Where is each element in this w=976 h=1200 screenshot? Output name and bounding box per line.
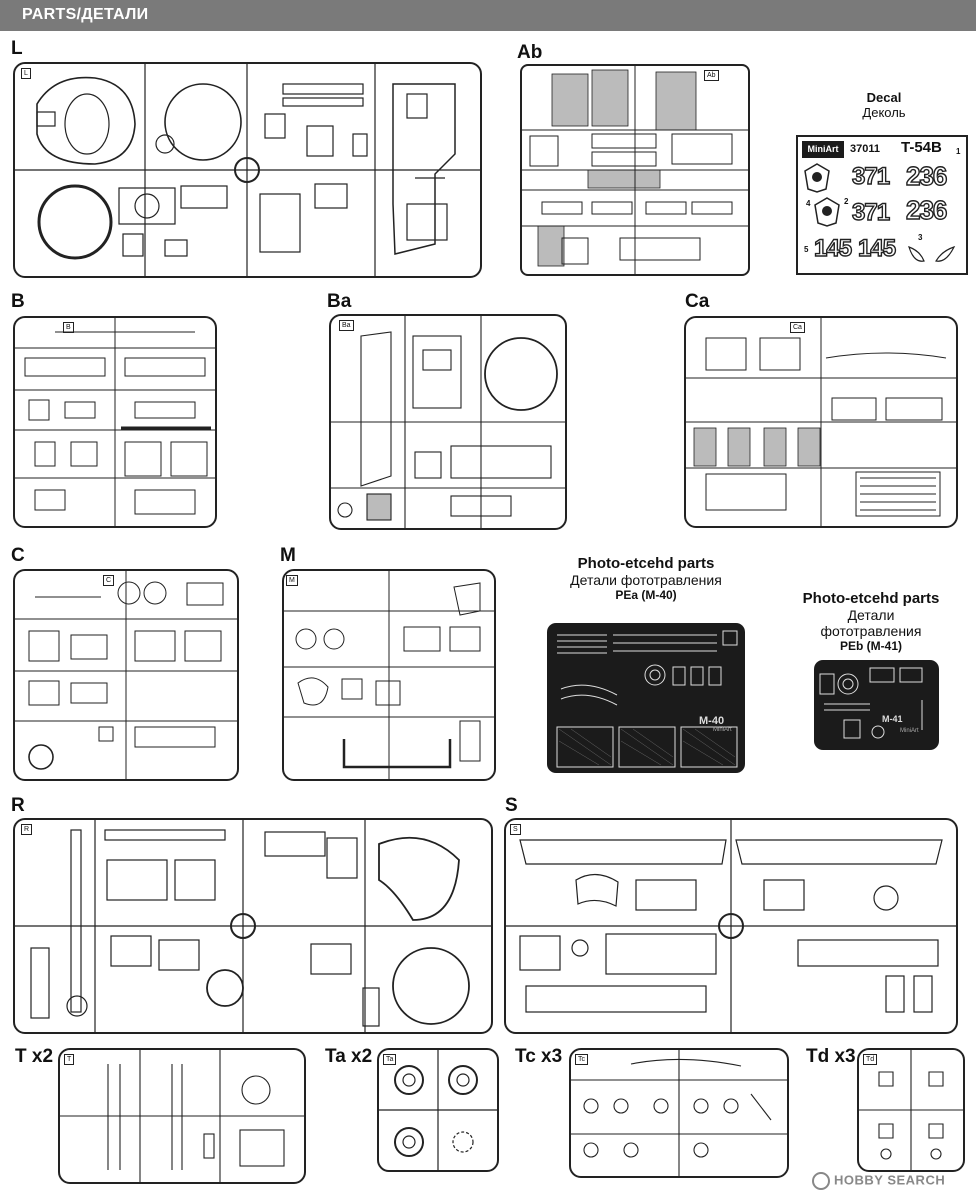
- sprue-l-drawing: [15, 64, 480, 276]
- sprue-tag: Ta: [383, 1054, 397, 1065]
- decal-kit-number: 37011: [850, 143, 880, 155]
- decal-number: 371: [851, 198, 890, 226]
- watermark: HOBBY SEARCH: [812, 1172, 945, 1190]
- sprue-td-drawing: [859, 1050, 963, 1170]
- decal-number: 145: [813, 234, 852, 262]
- pe-b-heading: Photo-etcehd parts Детали фототравления …: [796, 590, 946, 653]
- decal-marker: 1: [956, 147, 961, 156]
- sprue-label-ba: Ba: [327, 291, 352, 312]
- sprue-tag: L: [21, 68, 31, 79]
- sprue-label-td: Td x3: [806, 1046, 856, 1067]
- sprue-label-b: B: [11, 291, 25, 312]
- sprue-tag: T: [64, 1054, 75, 1065]
- sprue-label-c: C: [11, 545, 25, 566]
- sprue-t: T: [58, 1048, 306, 1184]
- sprue-tag: Ca: [790, 322, 805, 333]
- sprue-tag: M: [286, 575, 298, 586]
- guards-emblem-icon: [804, 163, 830, 193]
- sprue-ta: Ta: [377, 1048, 499, 1172]
- decal-number: 145: [857, 234, 896, 262]
- page-title: PARTS/ДЕТАЛИ: [22, 6, 149, 23]
- sprue-c: C: [13, 569, 239, 781]
- sprue-td: Td: [857, 1048, 965, 1172]
- decal-marker: 5: [804, 245, 809, 254]
- pe-b-plate-mark: M-41: [882, 714, 903, 724]
- sprue-label-s: S: [505, 795, 518, 816]
- pe-a-heading: Photo-etcehd parts Детали фототравления …: [556, 555, 736, 602]
- sprue-tag: C: [103, 575, 115, 586]
- sprue-s-drawing: [506, 820, 956, 1032]
- decal-model: T-54B: [901, 139, 942, 156]
- page-header: PARTS/ДЕТАЛИ: [0, 0, 976, 31]
- pe-a-title-en: Photo-etcehd parts: [577, 555, 715, 572]
- sprue-r: R: [13, 818, 493, 1034]
- decal-brand-logo: MiniArt: [802, 141, 844, 158]
- decal-title-en: Decal: [866, 90, 902, 105]
- decal-marker: 3: [918, 233, 923, 242]
- sprue-ba: Ba: [329, 314, 567, 530]
- sprue-m-drawing: [284, 571, 494, 779]
- pe-a-drawing: [556, 630, 738, 768]
- decal-number: 236: [905, 160, 948, 191]
- pe-b-title-en: Photo-etcehd parts: [802, 590, 940, 607]
- sprue-ab-drawing: [522, 66, 748, 274]
- pe-a-title-ru: Детали фототравления: [570, 572, 722, 588]
- sprue-tag: R: [21, 824, 33, 835]
- sprue-tag: Ab: [704, 70, 719, 81]
- sprue-tag: S: [510, 824, 521, 835]
- sprue-l: L: [13, 62, 482, 278]
- leaf-emblem-icon: [908, 245, 956, 262]
- decal-number: 371: [851, 162, 890, 190]
- sprue-ta-drawing: [379, 1050, 497, 1170]
- guards-emblem-icon: [814, 197, 840, 227]
- sprue-label-ta: Ta x2: [325, 1046, 373, 1067]
- sprue-r-drawing: [15, 820, 491, 1032]
- decal-marker: 4: [806, 199, 811, 208]
- sprue-ca-drawing: [686, 318, 956, 526]
- pe-b-fret: M-41 MiniArt: [814, 660, 939, 750]
- sprue-c-drawing: [15, 571, 237, 779]
- sprue-ba-drawing: [331, 316, 565, 528]
- sprue-label-ca: Ca: [685, 291, 710, 312]
- hobby-search-logo-icon: [812, 1172, 830, 1190]
- sprue-ca: Ca: [684, 316, 958, 528]
- sprue-ab: Ab: [520, 64, 750, 276]
- sprue-tc: Tc: [569, 1048, 789, 1178]
- sprue-tag: Ba: [339, 320, 354, 331]
- decal-title-ru: Деколь: [862, 105, 906, 120]
- pe-b-drawing: [819, 667, 923, 739]
- sprue-label-l: L: [11, 38, 23, 59]
- pe-a-plate-brand: MiniArt: [713, 727, 732, 733]
- watermark-text: HOBBY SEARCH: [834, 1172, 946, 1188]
- pe-b-title-ru: Детали фототравления: [820, 607, 922, 639]
- pe-a-plate-mark: M-40: [699, 715, 725, 727]
- decal-number: 236: [905, 194, 948, 225]
- sprue-label-m: M: [280, 545, 296, 566]
- sprue-label-tc: Tc x3: [515, 1046, 563, 1067]
- sprue-b-drawing: [15, 318, 215, 526]
- sprue-tc-drawing: [571, 1050, 787, 1176]
- sprue-label-ab: Ab: [517, 42, 543, 63]
- pe-a-fret: M-40 MiniArt: [547, 623, 745, 773]
- pe-a-code: PEa (M-40): [615, 588, 677, 602]
- sprue-tag: Tc: [575, 1054, 588, 1065]
- sprue-tag: Td: [863, 1054, 878, 1065]
- sprue-s: S: [504, 818, 958, 1034]
- sprue-label-r: R: [11, 795, 25, 816]
- sprue-b: B: [13, 316, 217, 528]
- pe-b-code: PEb (M-41): [839, 639, 902, 653]
- sprue-t-drawing: [60, 1050, 304, 1182]
- decal-marker: 2: [844, 197, 849, 206]
- sprue-m: M: [282, 569, 496, 781]
- sprue-label-t: T x2: [15, 1046, 54, 1067]
- pe-b-plate-brand: MiniArt: [900, 728, 919, 734]
- decal-heading: Decal Деколь: [854, 90, 914, 120]
- decal-sheet: MiniArt 37011 T-54B 371 236 1 2 4 371 23…: [796, 135, 968, 275]
